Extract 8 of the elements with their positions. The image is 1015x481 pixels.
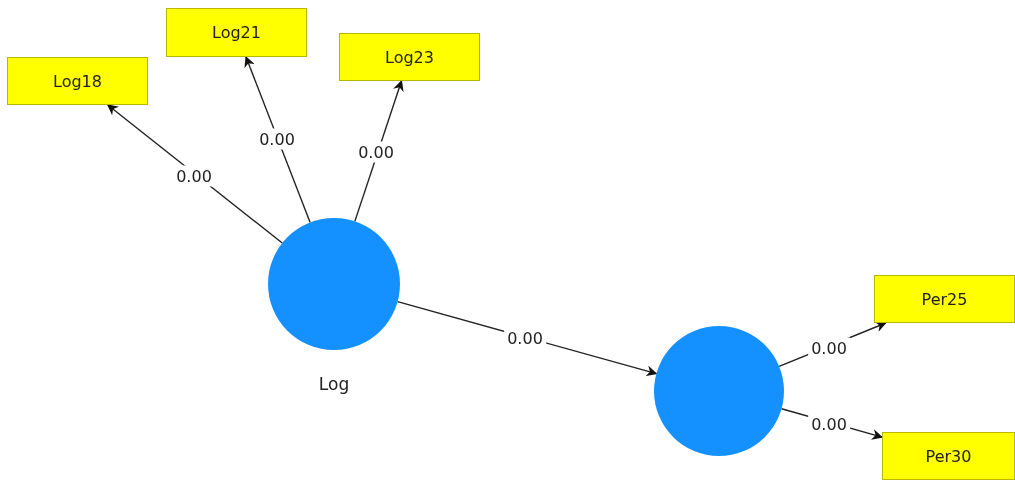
indicator-box: Per30 — [882, 432, 1015, 480]
indicator-box: Per25 — [874, 275, 1015, 323]
arrow — [244, 55, 311, 224]
edge-label: 0.00 — [808, 337, 850, 359]
indicator-box: Log23 — [339, 33, 480, 81]
indicator-box: Log18 — [7, 57, 148, 105]
indicator-box: Log21 — [166, 8, 307, 57]
construct-label: Log — [317, 374, 351, 394]
